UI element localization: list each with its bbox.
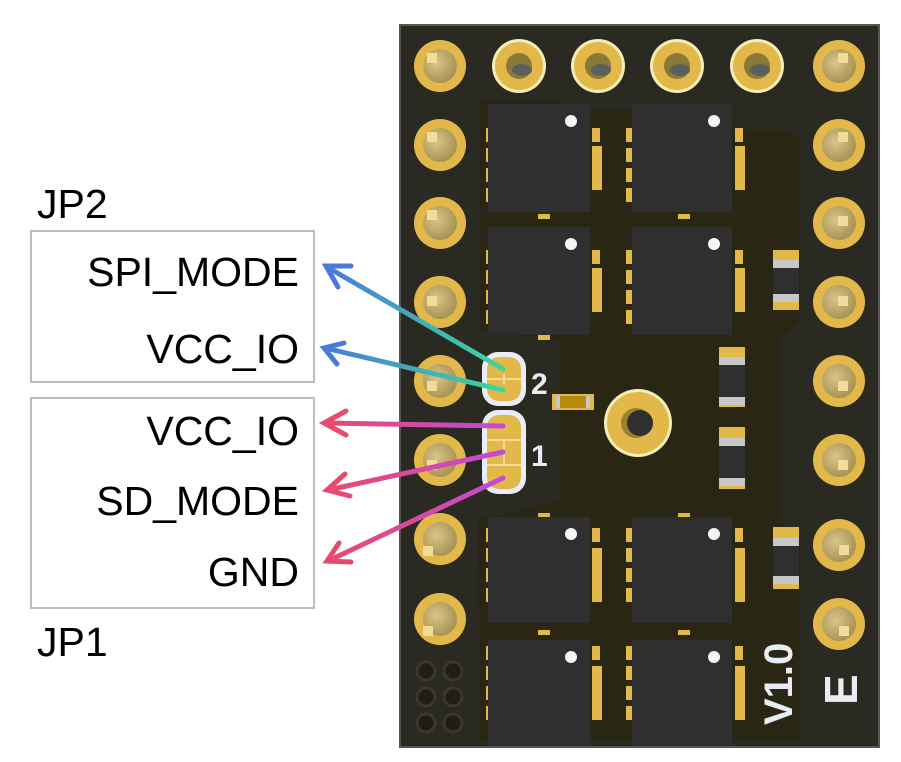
arrow-spi-mode xyxy=(321,263,506,372)
through-hole-pad xyxy=(730,39,784,93)
pin1-marker xyxy=(708,651,720,663)
jp2-pin-vcc-io: VCC_IO xyxy=(146,326,299,372)
smd-resistor xyxy=(773,527,799,589)
jp2-pin-spi-mode: SPI_MODE xyxy=(87,249,299,295)
through-hole-pad xyxy=(492,39,546,93)
jp2-arrows xyxy=(319,263,506,393)
smd-resistor xyxy=(773,250,799,310)
mounting-hole xyxy=(604,389,672,457)
pin1-marker xyxy=(708,115,720,127)
jp1-pad-number: 1 xyxy=(531,440,548,473)
square-pin-pad xyxy=(414,40,466,92)
pin1-marker xyxy=(708,238,720,250)
jp2-pad-number: 2 xyxy=(531,368,548,401)
square-pin-pad xyxy=(813,40,865,92)
jp1-pin-box: VCC_IO SD_MODE GND xyxy=(30,397,315,609)
pin1-marker xyxy=(565,238,577,250)
jp1-pin-vcc-io: VCC_IO xyxy=(146,408,299,454)
via-grid xyxy=(415,660,464,734)
jp1-pin-gnd: GND xyxy=(207,549,299,595)
smd-capacitor xyxy=(552,394,594,410)
arrow-vcc-io-jp1 xyxy=(318,408,506,438)
through-hole-pad xyxy=(571,39,625,93)
arrow-sd-mode xyxy=(321,449,506,499)
jp2-title: JP2 xyxy=(37,181,108,227)
jp1-pin-sd-mode: SD_MODE xyxy=(96,478,299,524)
header-pins-left xyxy=(414,119,466,645)
silkscreen-version: V1.0 xyxy=(757,643,801,725)
ic-chips xyxy=(486,104,745,746)
jp2-pin-box: SPI_MODE VCC_IO xyxy=(30,230,315,383)
pin1-marker xyxy=(565,115,577,127)
smd-resistor xyxy=(719,347,745,407)
pin1-marker xyxy=(565,651,577,663)
silkscreen-mark: E xyxy=(815,674,867,705)
arrow-vcc-io-jp2 xyxy=(319,340,506,393)
header-pins-top xyxy=(414,39,865,93)
jp1-arrows xyxy=(318,408,506,565)
header-pins-right xyxy=(813,119,865,650)
through-hole-pad xyxy=(650,39,704,93)
arrow-gnd xyxy=(322,475,506,565)
pin1-marker xyxy=(565,528,577,540)
jp1-title: JP1 xyxy=(37,619,108,665)
smd-resistor xyxy=(719,427,745,489)
pin1-marker xyxy=(708,528,720,540)
